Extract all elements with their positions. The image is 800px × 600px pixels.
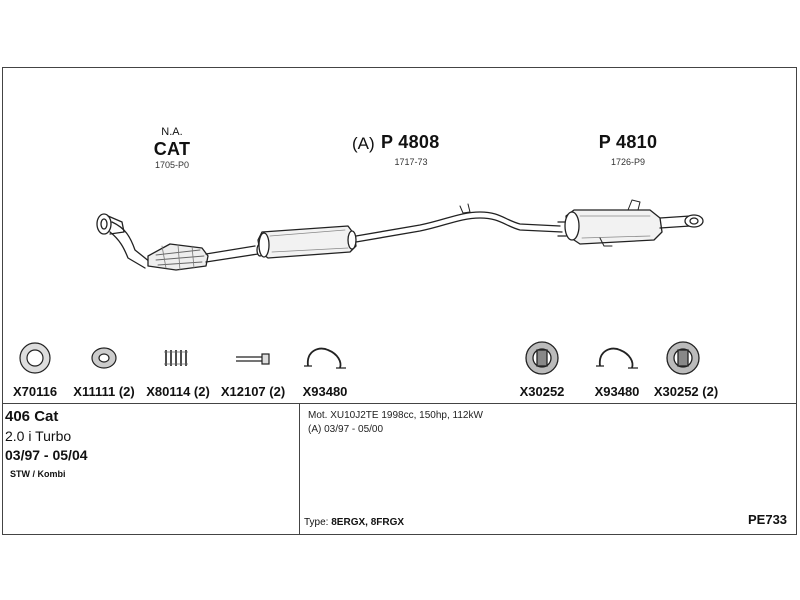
- accessory-label: X80114 (2): [146, 384, 210, 399]
- front-pipe: [109, 221, 151, 269]
- accessory-label: X30252: [519, 384, 565, 399]
- engine-variant: (A) 03/97 - 05/00: [308, 424, 384, 435]
- cat-label: CAT: [153, 139, 191, 159]
- table-top-rule: [2, 403, 797, 404]
- clamp-icon: [304, 347, 346, 369]
- front-flange: [96, 213, 125, 235]
- cat-code: 1705-P0: [154, 160, 190, 170]
- rear-code: 1726-P9: [610, 157, 646, 167]
- accessory-label: X12107 (2): [220, 384, 286, 399]
- clamp-icon: [596, 347, 638, 369]
- type-prefix: Type:: [304, 517, 329, 528]
- rear-label: P 4810: [598, 132, 658, 152]
- vehicle-dates: 03/97 - 05/04: [5, 447, 88, 463]
- rubber-mount-icon: [525, 341, 559, 375]
- tail-pipe: [659, 215, 691, 229]
- rear-silencer: [564, 199, 663, 247]
- vehicle-model: 406 Cat: [5, 408, 59, 425]
- accessory-label: X30252 (2): [653, 384, 719, 399]
- middle-prefix: (A): [352, 134, 375, 153]
- middle-silencer: [257, 225, 357, 259]
- catalytic-converter: [147, 243, 209, 271]
- type-codes: 8ERGX, 8FRGX: [331, 517, 405, 528]
- bolt-icon: [236, 353, 270, 365]
- spring-icon: [164, 350, 188, 366]
- rubber-mount-icon: [666, 341, 700, 375]
- engine-motor: Mot. XU10J2TE 1998cc, 150hp, 112kW: [308, 410, 483, 421]
- accessory-label: X93480: [302, 384, 348, 399]
- accessory-label: X70116: [12, 384, 58, 399]
- gasket-ring-icon: [19, 342, 51, 374]
- table-divider: [299, 403, 300, 534]
- middle-label: P 4808: [381, 132, 440, 152]
- middle-code: 1717-73: [394, 157, 428, 167]
- accessory-label: X93480: [594, 384, 640, 399]
- vehicle-body: STW / Kombi: [10, 469, 66, 479]
- cat-outlet-pipe: [205, 245, 259, 263]
- cat-prefix: N.A.: [161, 126, 183, 138]
- type-line: Type: 8ERGX, 8FRGX: [304, 517, 404, 528]
- accessory-label: X11111 (2): [73, 384, 135, 399]
- vehicle-engine-short: 2.0 i Turbo: [5, 428, 72, 444]
- intermediate-pipe: [355, 211, 563, 243]
- diagram-sheet: [2, 67, 797, 535]
- diagram-code: PE733: [748, 512, 788, 527]
- seal-ring-icon: [91, 347, 117, 369]
